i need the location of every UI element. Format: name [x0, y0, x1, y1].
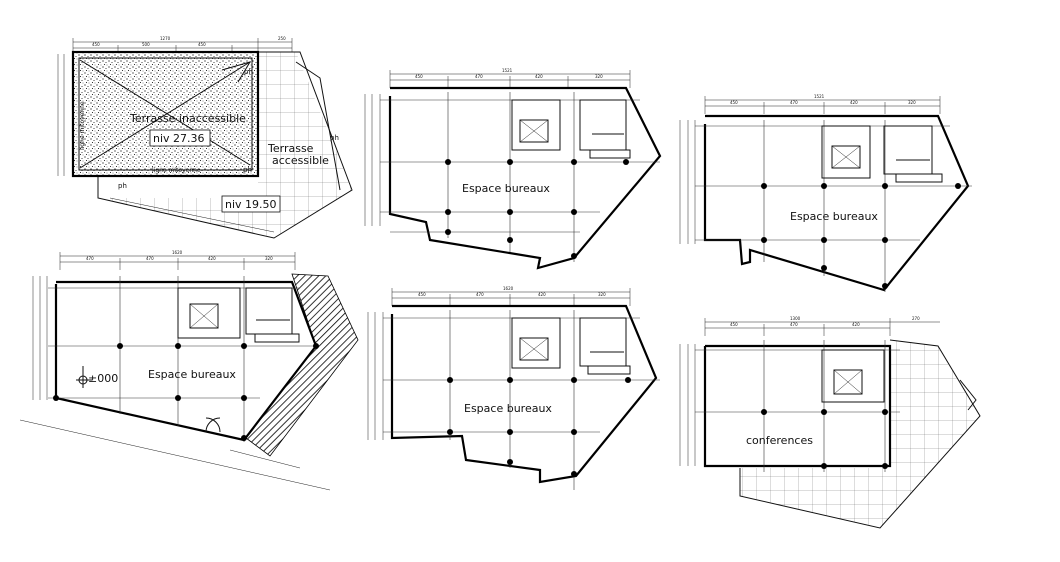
- plan-c-dim-b: 470: [790, 100, 798, 105]
- plan-b-dim-a: 450: [415, 74, 423, 79]
- roof-label-accessible-2: accessible: [272, 154, 329, 167]
- ground-floor-plan-d: 1620 470 470 420 320: [19, 250, 359, 491]
- plan-d-dim-a: 470: [86, 256, 94, 261]
- roof-level-upper: niv 27.36: [153, 132, 205, 145]
- roof-stippled-terrace: [73, 52, 258, 176]
- roof-plan: 1270 450 500 450 250 Terrasse inaccessib…: [57, 36, 353, 239]
- roof-dim-a: 450: [92, 42, 100, 47]
- plan-e-dim-c: 420: [538, 292, 546, 297]
- plan-b-dim-c: 420: [535, 74, 543, 79]
- plan-f-dim-b: 470: [790, 322, 798, 327]
- plan-f-dim-d: 270: [912, 316, 920, 321]
- conference-plan-f: 1300 450 470 420 270 conferences: [679, 316, 981, 529]
- roof-note-ph-1: ph: [244, 68, 253, 76]
- plan-f-dim-a: 450: [730, 322, 738, 327]
- roof-dim-total: 1270: [160, 36, 171, 41]
- plan-c-dim-c: 420: [850, 100, 858, 105]
- roof-label-accessible-1: Terrasse: [267, 142, 314, 155]
- plan-b-dimension-chain: 1521 450 470 420 320: [364, 68, 631, 226]
- plan-e-dim-a: 450: [418, 292, 426, 297]
- roof-note-bottom: ligne mitoyenne: [152, 167, 201, 174]
- plan-b-dim-b: 470: [475, 74, 483, 79]
- plan-f-room-label: conferences: [746, 434, 813, 447]
- plan-f-dim-total: 1300: [790, 316, 801, 321]
- plan-f-dimension-chain: 1300 450 470 420 270: [679, 316, 940, 466]
- roof-note-ph-4: ph: [330, 134, 339, 142]
- plan-c-dim-total: 1521: [814, 94, 825, 99]
- roof-note-ph-2: ph: [243, 166, 252, 174]
- plan-b-room-label: Espace bureaux: [462, 182, 550, 195]
- office-plan-b: 1521 450 470 420 320: [364, 68, 662, 270]
- plan-e-dimension-chain: 1620 450 470 420 320: [367, 286, 631, 440]
- roof-level-lower: niv 19.50: [225, 198, 277, 211]
- roof-dim-d: 250: [278, 36, 286, 41]
- roof-dim-c: 450: [198, 42, 206, 47]
- roof-dimension-chain: 1270 450 500 450 250: [57, 36, 293, 176]
- plan-e-room-label: Espace bureaux: [464, 402, 552, 415]
- plan-f-tiled-terrace: [740, 340, 980, 528]
- plan-c-dimension-chain: 1521 450 470 420 320: [679, 94, 941, 244]
- roof-label-inaccessible: Terrasse inaccessible: [129, 112, 246, 125]
- roof-dim-b: 500: [142, 42, 150, 47]
- plan-d-dim-c: 420: [208, 256, 216, 261]
- plan-c-room-label: Espace bureaux: [790, 210, 878, 223]
- plan-d-dimension-chain: 1620 470 470 420 320: [32, 250, 296, 400]
- plan-d-dim-total: 1620: [172, 250, 183, 255]
- office-plan-c: 1521 450 470 420 320 Espace bur: [679, 94, 972, 292]
- plan-d-level: ±000: [88, 372, 118, 385]
- roof-note-ph-3: ph: [118, 182, 127, 190]
- office-plan-e: 1620 450 470 420 320 Espace bur: [367, 286, 660, 490]
- plan-e-dim-total: 1620: [503, 286, 514, 291]
- roof-tiled-terrace: [98, 52, 352, 238]
- plan-b-dim-d: 320: [595, 74, 603, 79]
- plan-e-dim-d: 320: [598, 292, 606, 297]
- plan-c-dim-a: 450: [730, 100, 738, 105]
- plan-b-dim-total: 1521: [502, 68, 513, 73]
- plan-e-dim-b: 470: [476, 292, 484, 297]
- roof-note-left: ligne mitoyenne: [79, 101, 86, 150]
- plan-d-room-label: Espace bureaux: [148, 368, 236, 381]
- plan-f-dim-c: 420: [852, 322, 860, 327]
- plan-d-dim-d: 320: [265, 256, 273, 261]
- plan-d-dim-b: 470: [146, 256, 154, 261]
- plan-c-dim-d: 320: [908, 100, 916, 105]
